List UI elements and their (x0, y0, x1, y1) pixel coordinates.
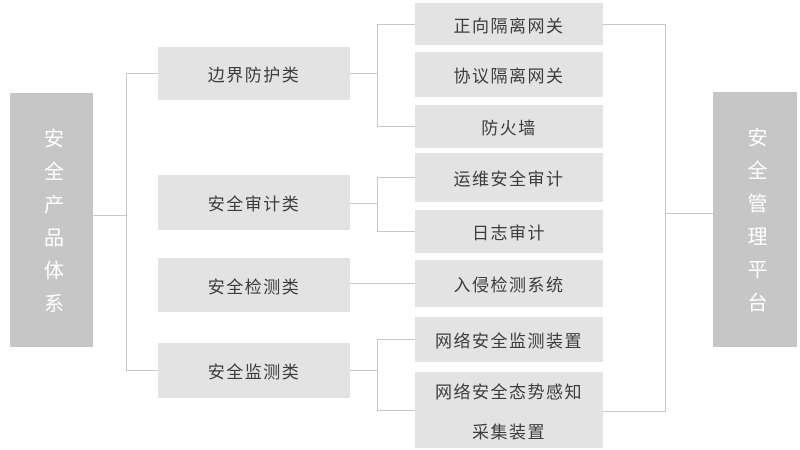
root-node-security-product-system: 安全产品体系 (10, 93, 93, 347)
connector-right-trunk (665, 24, 666, 412)
category-node-security-detection: 安全检测类 (158, 258, 350, 312)
connector-to-situational-awareness-collection-device (377, 410, 415, 411)
connector-security-audit-trunk (377, 177, 378, 231)
category-label: 安全检测类 (207, 277, 301, 297)
item-label-line2: 采集装置 (472, 422, 546, 442)
item-label: 协议隔离网关 (453, 67, 565, 86)
connector-to-intrusion-detection-system (350, 283, 415, 284)
connector-to-network-security-monitoring-device (377, 339, 415, 340)
connector-to-ops-security-audit (377, 177, 415, 178)
connector-security-audit-out (350, 203, 377, 204)
connector-security-monitoring-trunk (377, 339, 378, 411)
item-label-line1: 网络安全态势感知 (435, 382, 583, 402)
connector-security-monitoring-out (350, 370, 377, 371)
connector-bracket-bottom (603, 411, 665, 412)
connector-border-protection-trunk (377, 24, 378, 126)
item-label: 防火墙 (481, 119, 537, 138)
item-node-network-security-monitoring-device: 网络安全监测装置 (415, 317, 603, 362)
item-node-firewall: 防火墙 (415, 105, 603, 148)
category-label: 安全审计类 (207, 195, 301, 214)
root-node-security-management-platform: 安全管理平台 (713, 92, 797, 347)
category-node-security-monitoring: 安全监测类 (158, 343, 350, 398)
category-node-border-protection: 边界防护类 (158, 47, 350, 100)
category-label: 安全监测类 (207, 363, 301, 382)
connector-category-trunk (126, 73, 127, 370)
connector-bracket-top (603, 24, 665, 25)
category-node-security-audit: 安全审计类 (158, 175, 350, 230)
category-label: 边界防护类 (207, 66, 301, 85)
root-node-label: 安全管理平台 (744, 127, 766, 325)
item-label: 入侵检测系统 (453, 276, 565, 295)
connector-border-protection-out (350, 73, 377, 74)
connector-to-log-audit (377, 231, 415, 232)
item-node-forward-isolation-gateway: 正向隔离网关 (415, 3, 603, 45)
item-label: 正向隔离网关 (453, 16, 565, 36)
item-label: 日志审计 (472, 224, 546, 243)
item-node-protocol-isolation-gateway: 协议隔离网关 (415, 52, 603, 97)
root-node-label: 安全产品体系 (40, 127, 63, 326)
connector-to-firewall (377, 126, 415, 127)
item-node-situational-awareness-collection-device: 网络安全态势感知 采集装置 (415, 372, 603, 448)
connector-trunk-to-border-protection (126, 73, 158, 74)
item-label: 网络安全监测装置 (435, 332, 583, 351)
item-node-intrusion-detection-system: 入侵检测系统 (415, 260, 603, 307)
item-node-log-audit: 日志审计 (415, 210, 603, 253)
connector-left-root-to-trunk (93, 215, 126, 216)
item-node-ops-security-audit: 运维安全审计 (415, 153, 603, 202)
item-label: 运维安全审计 (453, 170, 565, 189)
connector-to-forward-isolation-gateway (377, 24, 415, 25)
connector-to-right-root (665, 213, 713, 214)
connector-trunk-to-security-monitoring (126, 370, 158, 371)
